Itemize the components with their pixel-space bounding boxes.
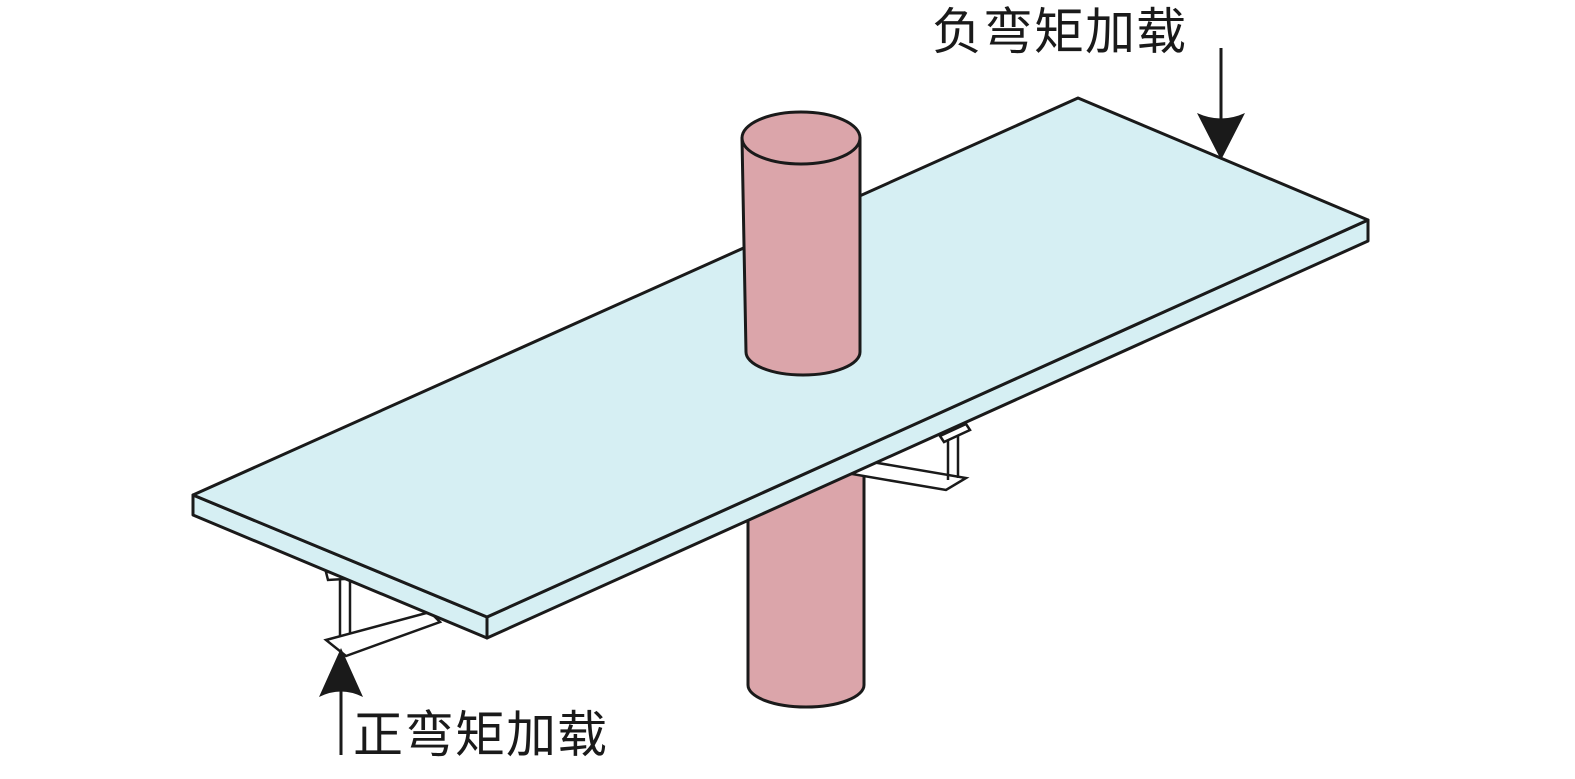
lower-column-body: [746, 468, 866, 709]
upper-column-top: [740, 110, 862, 166]
positive-moment-loading-label: 正弯矩加载: [353, 706, 608, 764]
upper-column: [740, 110, 862, 377]
negative-moment-arrow: [1197, 48, 1245, 160]
positive-moment-arrow-head: [319, 648, 363, 697]
negative-moment-loading-label: 负弯矩加载: [932, 3, 1187, 61]
steel-beam-left-flange: [323, 610, 443, 658]
steel-beam-right-top: [938, 422, 972, 444]
negative-moment-arrow-head: [1197, 113, 1245, 160]
upper-column-body: [740, 136, 862, 377]
lower-column: [746, 468, 866, 709]
positive-moment-arrow: [319, 648, 363, 755]
